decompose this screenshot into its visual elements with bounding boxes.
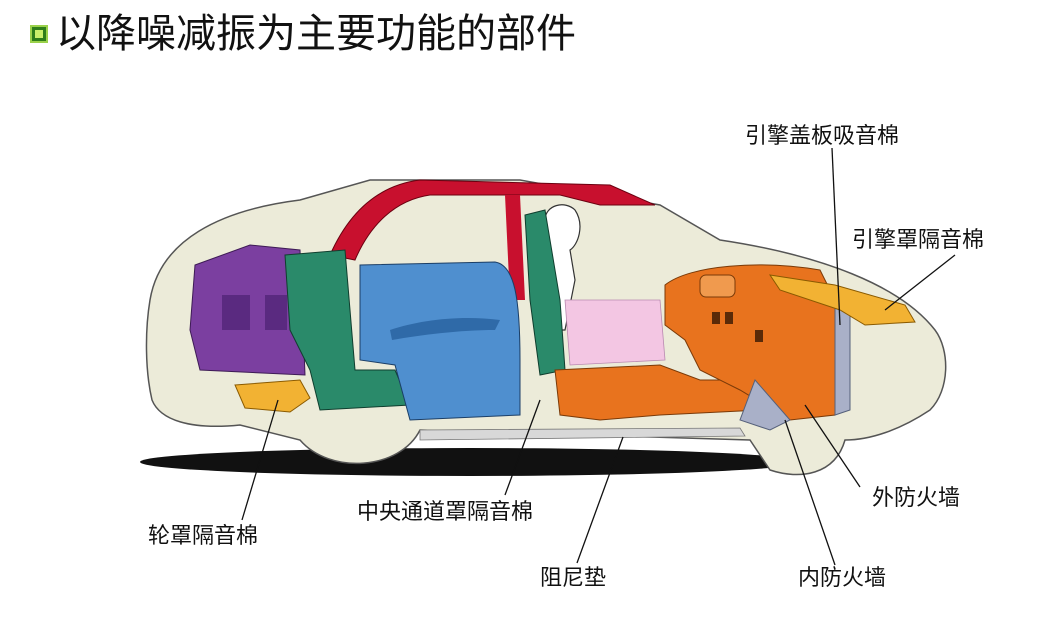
outer-firewall-panel [834, 299, 851, 416]
trunk-recess-1 [222, 295, 250, 330]
dash-vent-2 [725, 312, 733, 324]
leader-hood-insulation [831, 147, 841, 326]
instrument-cluster [699, 274, 736, 298]
damping-pad-strip [419, 427, 746, 441]
roof-frame [329, 179, 656, 261]
trunk-recess-2 [265, 295, 287, 330]
label-inner-firewall: 内防火墙 [798, 566, 887, 591]
leader-inner-firewall [784, 419, 836, 566]
leader-engine-cover [884, 254, 956, 311]
dash-vent-1 [712, 312, 720, 324]
bullet-icon [30, 25, 48, 43]
label-outer-firewall: 外防火墙 [872, 486, 961, 511]
engine-cover-insulation [768, 274, 916, 326]
title-row: 以降噪减振为主要功能的部件 [30, 8, 576, 60]
door-panel [359, 261, 521, 421]
label-tunnel-insulation: 中央通道罩隔音棉 [357, 500, 534, 525]
inner-firewall-panel [739, 379, 791, 431]
leader-wheelhouse [241, 399, 279, 521]
slide-title: 以降噪减振为主要功能的部件 [56, 11, 576, 57]
leader-outer-firewall [804, 404, 861, 488]
leader-tunnel [504, 399, 541, 496]
dash-vent-3 [755, 330, 763, 342]
label-engine-cover-insulation: 引擎罩隔音棉 [852, 228, 985, 253]
wheelhouse-insulation-piece [234, 379, 311, 413]
leader-damping-pad [576, 436, 624, 564]
dashboard [664, 264, 836, 421]
label-wheelhouse-insulation: 轮罩隔音棉 [148, 524, 259, 549]
ground-shadow [140, 448, 800, 476]
floor-interior [564, 299, 666, 366]
door-armrest [390, 318, 500, 340]
label-hood-insulation: 引擎盖板吸音棉 [745, 124, 900, 149]
label-damping-pad: 阻尼垫 [540, 566, 607, 591]
